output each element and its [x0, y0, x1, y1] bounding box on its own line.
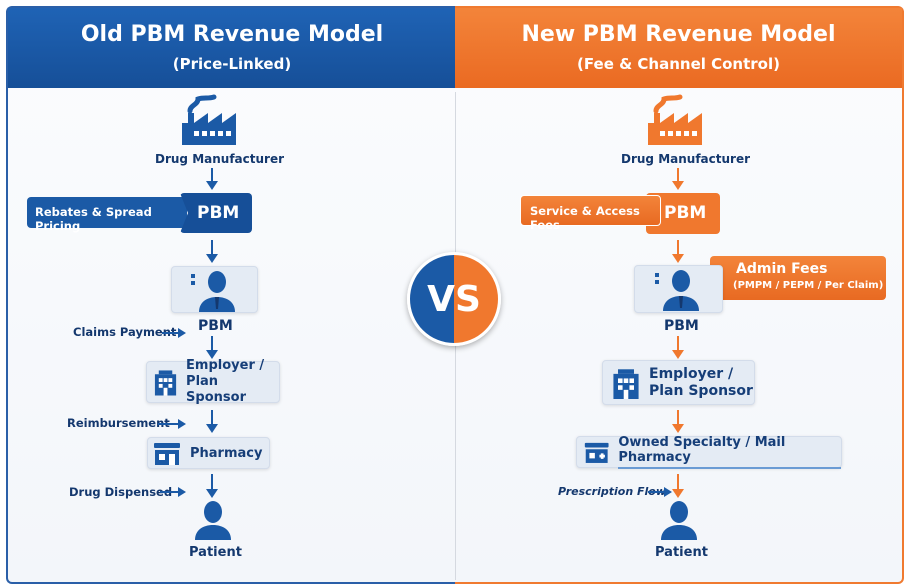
- pharmacy-icon: [154, 443, 180, 465]
- factory-icon: [648, 94, 702, 145]
- old-pbm-box: PBM: [180, 193, 252, 233]
- old-model-title: Old PBM Revenue Model: [80, 22, 384, 47]
- old-patient-label: Patient: [189, 545, 242, 560]
- rebates-spread-box: Rebates & Spread Pricing: [27, 197, 187, 233]
- dispensed-arrow: [160, 487, 186, 497]
- arrow: [206, 410, 218, 433]
- new-manufacturer-label: Drug Manufacturer: [621, 152, 750, 166]
- new-patient-label: Patient: [655, 545, 708, 560]
- old-manufacturer-label: Drug Manufacturer: [155, 152, 284, 166]
- arrow: [672, 168, 684, 190]
- admin-fees-subtitle: (PMPM / PEPM / Per Claim): [733, 280, 884, 291]
- claims-payment-label: Claims Payment: [73, 325, 177, 339]
- arrow: [672, 474, 684, 498]
- building-icon: [154, 370, 177, 396]
- arrow: [206, 474, 218, 498]
- arrow: [206, 240, 218, 263]
- prescription-flow-arrow: [648, 487, 672, 497]
- reimbursement-label: Reimbursement: [67, 416, 170, 430]
- person-icon: [654, 270, 699, 311]
- old-pharmacy-label: Pharmacy: [190, 445, 263, 461]
- pharmacy-icon: [584, 442, 609, 463]
- owned-pharmacy-card: Owned Specialty / Mail Pharmacy: [576, 435, 842, 469]
- admin-fees-box: Admin Fees (PMPM / PEPM / Per Claim): [710, 256, 886, 300]
- patient-icon: [661, 501, 697, 540]
- owned-pharmacy-label: Owned Specialty / Mail Pharmacy: [618, 435, 841, 469]
- old-model-header: Old PBM Revenue Model (Price-Linked): [8, 8, 456, 88]
- new-model-header: New PBM Revenue Model (Fee & Channel Con…: [455, 8, 902, 88]
- building-icon: [613, 368, 639, 399]
- old-employer-card: Employer /Plan Sponsor: [146, 358, 280, 405]
- drug-dispensed-label: Drug Dispensed: [69, 485, 173, 499]
- old-model-panel: Old PBM Revenue Model (Price-Linked): [6, 6, 456, 584]
- arrow: [672, 410, 684, 433]
- arrow: [672, 240, 684, 263]
- old-model-subtitle: (Price-Linked): [172, 55, 292, 73]
- patient-icon: [195, 501, 231, 540]
- arrow: [206, 336, 218, 359]
- old-pbm-label: PBM: [198, 318, 233, 334]
- claims-arrow: [162, 328, 186, 338]
- prescription-flow-label: Prescription Flow: [558, 485, 666, 498]
- old-employer-line1: Employer /: [186, 358, 265, 373]
- new-pbm-label: PBM: [664, 318, 699, 334]
- person-icon: [190, 270, 235, 312]
- vs-badge: VS: [407, 252, 501, 346]
- reimbursement-arrow: [158, 419, 186, 429]
- arrow: [206, 168, 218, 190]
- new-employer-card: Employer /Plan Sponsor: [602, 360, 755, 405]
- old-employer-line2: Plan Sponsor: [186, 374, 246, 405]
- admin-fees-title: Admin Fees: [736, 261, 828, 277]
- old-pharmacy-card: Pharmacy: [147, 437, 270, 469]
- factory-icon: [182, 94, 236, 145]
- arrow: [672, 336, 684, 359]
- old-pbm-person-card: [171, 266, 258, 313]
- new-model-title: New PBM Revenue Model: [521, 22, 836, 47]
- new-pbm-person-card: [634, 265, 723, 313]
- new-model-subtitle: (Fee & Channel Control): [577, 55, 780, 73]
- new-employer-line2: Plan Sponsor: [649, 382, 753, 399]
- service-access-fees-box: Service & Access Fees: [520, 195, 661, 232]
- new-employer-line1: Employer /: [649, 365, 734, 382]
